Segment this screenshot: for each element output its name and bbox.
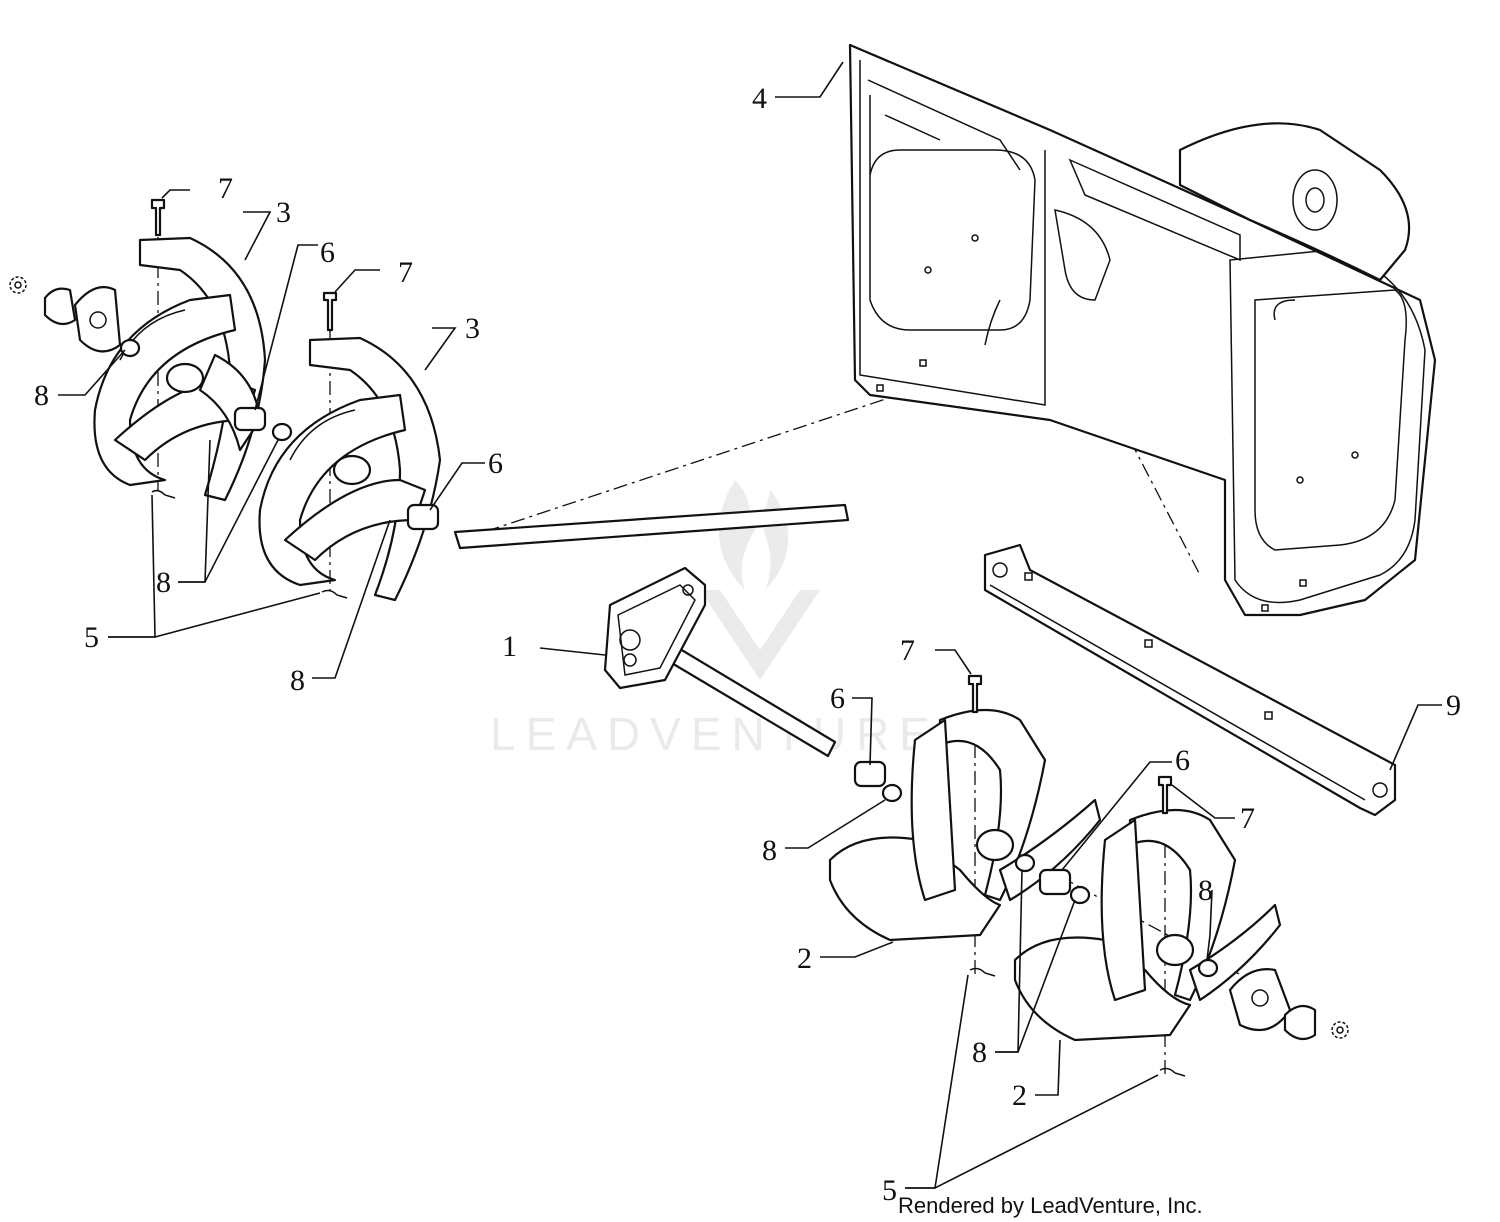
auger-flight-left-outer: [93, 236, 267, 502]
callout-7: 7: [1240, 802, 1255, 835]
callout-8: 8: [762, 834, 777, 867]
callout-3: 3: [276, 196, 291, 229]
callout-1: 1: [502, 630, 517, 663]
callout-6: 6: [320, 236, 335, 269]
cotter-pins: [151, 489, 1186, 1077]
callout-9: 9: [1446, 689, 1461, 722]
callout-7: 7: [398, 256, 413, 289]
callout-4: 4: [752, 82, 767, 115]
callout-5: 5: [84, 621, 99, 654]
callout-7: 7: [218, 172, 233, 205]
callout-7: 7: [900, 634, 915, 667]
callouts: 1 2 2 3 3 4 5 5 6 6 6 6 7 7 7 7 8 8 8 8 …: [34, 82, 1461, 1207]
callout-3: 3: [465, 312, 480, 345]
callout-8: 8: [290, 664, 305, 697]
auger-housing: [848, 43, 1437, 617]
callout-8: 8: [156, 566, 171, 599]
callout-2: 2: [1012, 1079, 1027, 1112]
callout-8: 8: [972, 1036, 987, 1069]
auger-flight-right-outer: [1013, 808, 1282, 1042]
credit-text: Rendered by LeadVenture, Inc.: [898, 1193, 1203, 1218]
watermark-text: LEADVENTURE: [490, 708, 940, 760]
watermark: LEADVENTURE: [490, 480, 940, 760]
shave-plate: [983, 543, 1397, 817]
callout-6: 6: [1175, 744, 1190, 777]
callout-8: 8: [34, 379, 49, 412]
callout-2: 2: [797, 942, 812, 975]
gearbox: [603, 566, 707, 690]
bushings: [119, 338, 1219, 978]
hub-right: [1228, 968, 1349, 1041]
leader-lines: [58, 61, 1442, 1189]
flame-v-logo-icon: [700, 480, 820, 680]
callout-8: 8: [1198, 874, 1213, 907]
callout-5: 5: [882, 1174, 897, 1207]
shear-bolts: [150, 198, 1173, 815]
auger-flight-right-inner: [828, 708, 1102, 942]
hub-left: [9, 276, 122, 353]
auger-flight-left-inner: [258, 336, 442, 602]
callout-6: 6: [488, 447, 503, 480]
callout-6: 6: [830, 682, 845, 715]
